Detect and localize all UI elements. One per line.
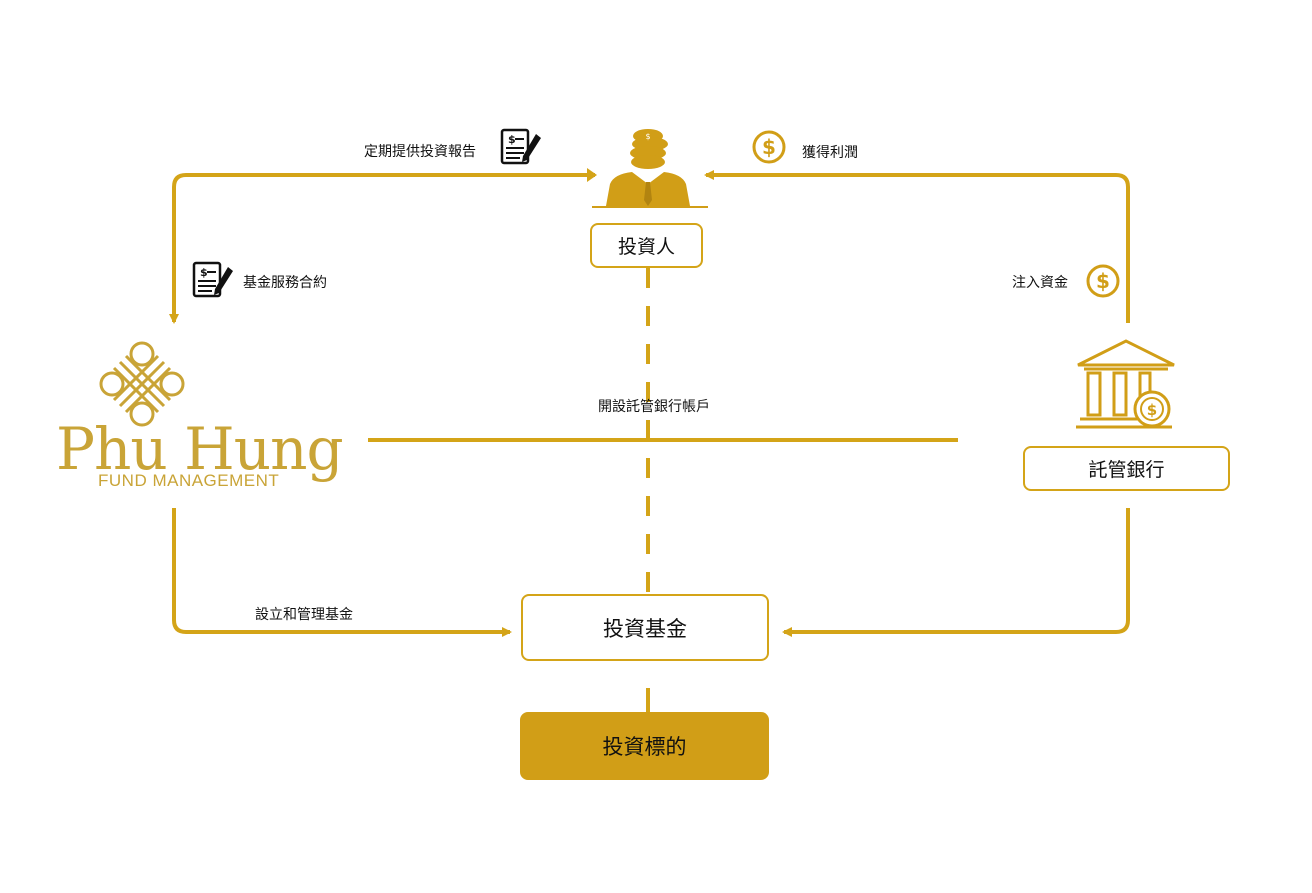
edge-label-inject-capital: 注入資金 — [1012, 275, 1068, 291]
arrowhead-report — [587, 168, 597, 182]
connector-report — [169, 173, 595, 324]
svg-text:$: $ — [1147, 401, 1157, 419]
custodian-node: 託管銀行 — [1023, 446, 1230, 491]
svg-text:$: $ — [1096, 269, 1110, 293]
connector-profit — [704, 170, 1130, 323]
dollar-coin-icon: $ — [752, 130, 786, 164]
fund-node: 投資基金 — [521, 594, 769, 661]
bank-icon: $ — [1076, 339, 1175, 429]
svg-text:$: $ — [762, 135, 776, 159]
investor-node: 投資人 — [590, 223, 703, 268]
svg-text:$: $ — [200, 266, 208, 279]
connector-establish — [172, 508, 512, 637]
svg-text:$: $ — [645, 132, 650, 141]
logo-name: Phu Hung — [56, 415, 344, 483]
connector-custodian-fund — [782, 508, 1130, 637]
edge-label-report: 定期提供投資報告 — [364, 144, 476, 160]
logo-subtitle: FUND MANAGEMENT — [98, 471, 280, 490]
edge-label-open-account: 開設託管銀行帳戶 — [598, 399, 710, 415]
investor-icon: $ — [592, 129, 708, 208]
custodian-label: 託管銀行 — [1088, 459, 1165, 481]
svg-text:$: $ — [508, 133, 516, 146]
dollar-coin-icon: $ — [1086, 264, 1120, 298]
investment-target-node: 投資標的 — [520, 712, 769, 780]
contract-icon: $ — [500, 128, 541, 165]
investment-target-label: 投資標的 — [602, 735, 687, 759]
investor-label: 投資人 — [617, 236, 675, 258]
knot-logo-icon — [99, 341, 185, 427]
edge-label-establish-fund: 設立和管理基金 — [255, 607, 353, 623]
fund-label: 投資基金 — [603, 616, 687, 641]
contract-icon: $ — [192, 261, 233, 298]
edge-label-service-contract: 基金服務合約 — [243, 275, 327, 291]
edge-label-profit: 獲得利潤 — [802, 145, 858, 161]
